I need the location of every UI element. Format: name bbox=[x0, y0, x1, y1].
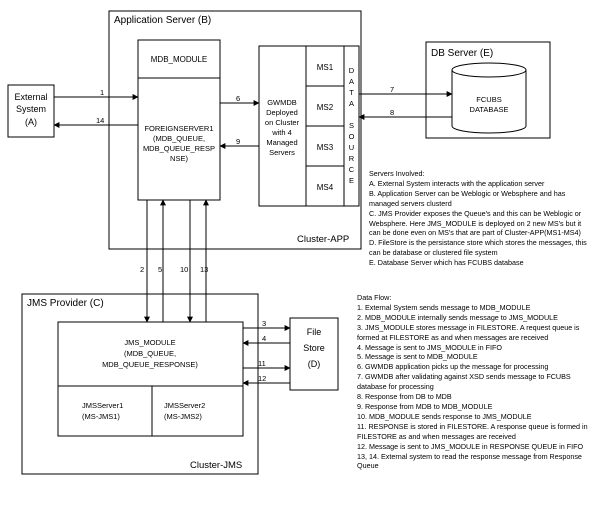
data-flow-item: 12. Message is sent to JMS_MODULE in RES… bbox=[357, 441, 584, 451]
datasource-letter: D bbox=[349, 66, 355, 75]
arrow-14-label: 14 bbox=[96, 116, 104, 125]
gwmdb-line5: Managed bbox=[266, 138, 297, 147]
file-store-box bbox=[289, 317, 339, 391]
mdb-module-label: MDB_MODULE bbox=[151, 55, 207, 64]
database-line2: DATABASE bbox=[470, 105, 509, 114]
foreign-server-line2: (MDB_QUEUE, bbox=[153, 134, 205, 143]
servers-involved-item: D. FileStore is the persistance store wh… bbox=[369, 238, 587, 258]
ms3-label: MS3 bbox=[317, 143, 334, 152]
servers-involved-item: B. Application Server can be Weblogic or… bbox=[369, 188, 566, 208]
data-flow-item: 9. Response from MDB to MDB_MODULE bbox=[357, 401, 493, 411]
datasource-letter: S bbox=[349, 121, 354, 130]
arrow-6-label: 6 bbox=[236, 94, 240, 103]
jms-module-line1: JMS_MODULE bbox=[124, 338, 175, 347]
data-flow-item: 1. External System sends message to MDB_… bbox=[357, 302, 531, 312]
arrow-4-label: 4 bbox=[262, 334, 266, 343]
datasource-letter: T bbox=[349, 88, 354, 97]
servers-involved-heading: Servers Involved: bbox=[369, 169, 425, 178]
jms-server1-line1: JMSServer1 bbox=[82, 401, 123, 410]
datasource-letter: A bbox=[349, 99, 354, 108]
arrow-7-label: 7 bbox=[390, 85, 394, 94]
arrow-10-label: 10 bbox=[180, 265, 188, 274]
gwmdb-line4: with 4 bbox=[271, 128, 292, 137]
jms-module-line3: MDB_QUEUE_RESPONSE) bbox=[102, 360, 198, 369]
data-flow-heading: Data Flow: bbox=[357, 293, 392, 302]
jms-server1-line2: (MS-JMS1) bbox=[82, 412, 120, 421]
ms1-label: MS1 bbox=[317, 63, 334, 72]
external-system-box bbox=[7, 84, 55, 138]
servers-involved-notes: Servers Involved: A. External System int… bbox=[369, 169, 587, 268]
datasource-letter: C bbox=[349, 165, 355, 174]
ms2-label: MS2 bbox=[317, 103, 334, 112]
external-system-line1: External bbox=[14, 92, 47, 102]
data-flow-notes: Data Flow: 1. External System sends mess… bbox=[357, 293, 593, 471]
gwmdb-line1: GWMDB bbox=[267, 98, 297, 107]
arrow-13-label: 13 bbox=[200, 265, 208, 274]
foreign-server-line4: NSE) bbox=[170, 154, 188, 163]
data-flow-item: 2. MDB_MODULE internally sends message t… bbox=[357, 312, 558, 322]
jms-server2-line2: (MS-JMS2) bbox=[164, 412, 202, 421]
arrow-2-label: 2 bbox=[140, 265, 144, 274]
cluster-jms-label: Cluster-JMS bbox=[190, 460, 242, 471]
db-server-title: DB Server (E) bbox=[431, 48, 493, 59]
data-flow-item: 6. GWMDB application picks up the messag… bbox=[357, 362, 549, 372]
arrow-9-label: 9 bbox=[236, 137, 240, 146]
managed-server-ms4 bbox=[305, 165, 345, 207]
servers-involved-item: E. Database Server which has FCUBS datab… bbox=[369, 258, 524, 268]
data-flow-item: 13, 14. External system to read the resp… bbox=[357, 451, 582, 471]
arrow-1-label: 1 bbox=[100, 88, 104, 97]
ms4-label: MS4 bbox=[317, 183, 334, 192]
managed-server-ms1 bbox=[305, 45, 345, 87]
datasource-letter: O bbox=[349, 132, 355, 141]
managed-server-ms2 bbox=[305, 85, 345, 127]
servers-involved-item: A. External System interacts with the ap… bbox=[369, 178, 545, 188]
datasource-letter: E bbox=[349, 176, 354, 185]
data-flow-item: 5. Message is sent to MDB_MODULE bbox=[357, 352, 478, 362]
external-system-line2: System bbox=[16, 104, 46, 114]
application-server-title: Application Server (B) bbox=[114, 15, 211, 26]
mdb-module-box bbox=[137, 39, 221, 201]
file-store-line1: File bbox=[307, 327, 322, 337]
servers-involved-item: C. JMS Provider exposes the Queue's and … bbox=[369, 208, 582, 238]
foreign-server-line3: MDB_QUEUE_RESP bbox=[143, 144, 215, 153]
gwmdb-line3: on Cluster bbox=[265, 118, 300, 127]
jms-module-box bbox=[57, 321, 244, 437]
data-flow-item: 10. MDB_MODULE sends response to JMS_MOD… bbox=[357, 411, 532, 421]
arrow-3-label: 3 bbox=[262, 319, 266, 328]
jms-module-line2: (MDB_QUEUE, bbox=[124, 349, 176, 358]
jms-server2-line1: JMSServer2 bbox=[164, 401, 205, 410]
data-flow-item: 7. GWMDB after validating against XSD se… bbox=[357, 372, 571, 392]
file-store-line3: (D) bbox=[308, 359, 321, 369]
foreign-server-line1: FOREIGNSERVER1 bbox=[144, 124, 213, 133]
arrow-11-label: 11 bbox=[258, 359, 266, 368]
arrow-8-label: 8 bbox=[390, 108, 394, 117]
datasource-letter: A bbox=[349, 77, 354, 86]
data-flow-item: 8. Response from DB to MDB bbox=[357, 392, 452, 402]
arrow-5-label: 5 bbox=[158, 265, 162, 274]
database-line1: FCUBS bbox=[476, 95, 501, 104]
datasource-letter: R bbox=[349, 154, 355, 163]
jms-provider-title: JMS Provider (C) bbox=[27, 298, 104, 309]
cluster-app-label: Cluster-APP bbox=[297, 234, 349, 245]
data-flow-item: 11. RESPONSE is stored in FILESTORE. A r… bbox=[357, 421, 588, 441]
gwmdb-line2: Deployed bbox=[266, 108, 298, 117]
file-store-line2: Store bbox=[303, 343, 325, 353]
data-flow-item: 4. Message is sent to JMS_MODULE in FIFO bbox=[357, 342, 502, 352]
database-cylinder bbox=[451, 62, 527, 134]
datasource-box bbox=[343, 45, 360, 207]
external-system-line3: (A) bbox=[25, 117, 37, 127]
datasource-letter: U bbox=[349, 143, 354, 152]
arrow-12-label: 12 bbox=[258, 374, 266, 383]
data-flow-item: 3. JMS_MODULE stores message in FILESTOR… bbox=[357, 322, 580, 342]
gwmdb-line6: Servers bbox=[269, 148, 295, 157]
